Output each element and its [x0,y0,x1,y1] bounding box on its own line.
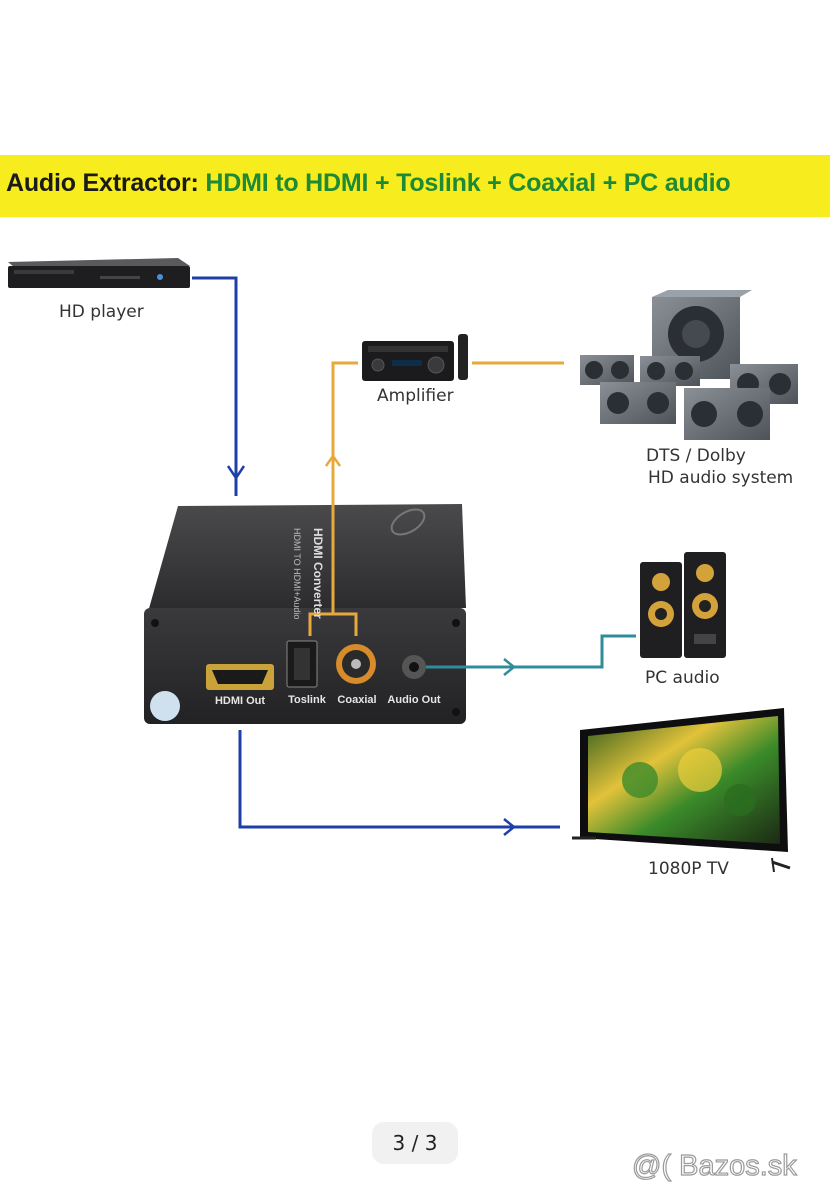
label-hd-player: HD player [59,302,144,322]
port-label-hdmi-out: HDMI Out [215,695,265,707]
port-label-audio-out: Audio Out [387,694,440,706]
hdmi-converter-box [144,504,466,724]
speaker-system-icon [580,290,798,440]
tv-icon [572,708,791,873]
amplifier-line [308,361,564,636]
port-label-coaxial: Coaxial [337,694,376,706]
hdmi-output-line [238,730,560,836]
converter-subtitle: HDMI TO HDMI+Audio [292,528,302,619]
label-tv: 1080P TV [648,859,729,879]
pc-audio-line [426,634,636,676]
port-label-toslink: Toslink [288,694,327,706]
hd-player-icon [8,258,190,288]
pc-speakers-icon [640,552,726,658]
banner-title: Audio Extractor: HDMI to HDMI + Toslink … [6,169,731,198]
label-speaker-system-line2: HD audio system [648,468,794,488]
bazos-watermark: @( Bazos.sk [631,1149,797,1182]
label-amplifier: Amplifier [377,386,454,406]
banner-title-prefix: Audio Extractor: [6,169,206,197]
amplifier-icon [362,334,468,381]
label-pc-audio: PC audio [645,668,720,688]
label-speaker-system-line1: DTS / Dolby [646,446,746,466]
page-indicator: 3 / 3 [372,1122,458,1164]
banner-title-rest: HDMI to HDMI + Toslink + Coaxial + PC au… [205,169,731,197]
title-banner: Audio Extractor: HDMI to HDMI + Toslink … [0,155,830,217]
converter-title: HDMI Converter [311,528,325,619]
hdmi-input-line [192,276,246,496]
